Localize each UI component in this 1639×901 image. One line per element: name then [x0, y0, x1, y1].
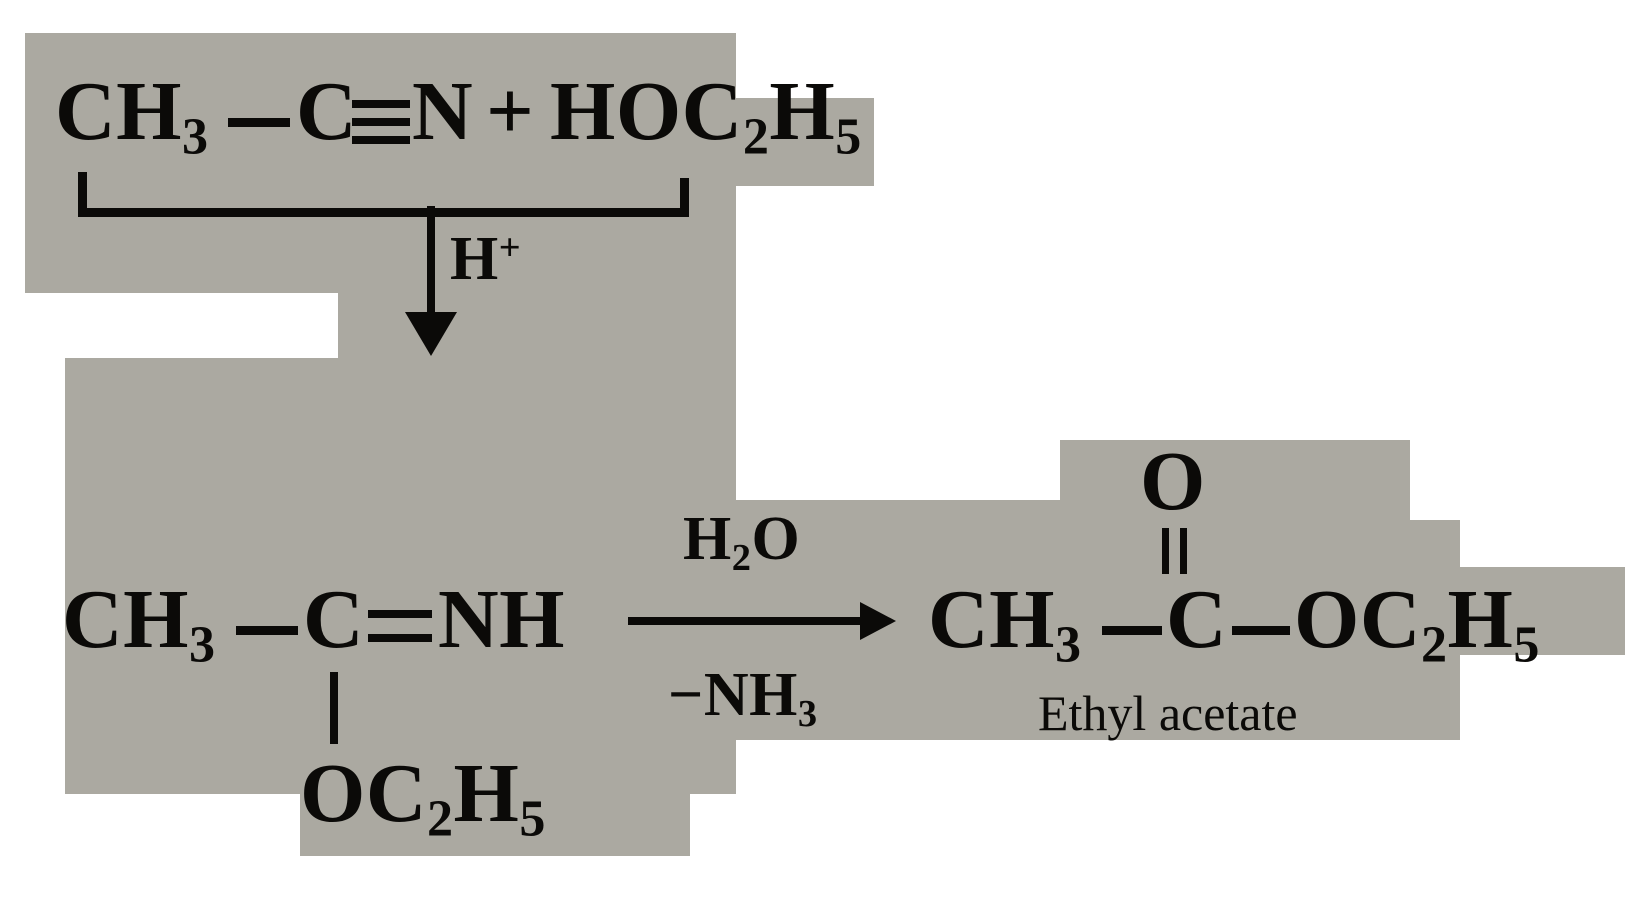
plate-arrow-column [338, 290, 736, 362]
intermediate-methyl: CH3 [62, 573, 216, 674]
bracket-right-tick [680, 178, 689, 216]
reactants-bracket [78, 172, 694, 220]
double-bond-line-1 [368, 610, 432, 618]
bond-product-methyl-carbonyl [1102, 626, 1162, 635]
arrow-shaft [628, 617, 868, 625]
product-name-label: Ethyl acetate [1038, 685, 1298, 741]
reagent-water-label: H2O [683, 505, 801, 579]
carbonyl-double-bond-line-2 [1180, 528, 1187, 574]
triple-bond-line-1 [352, 100, 410, 108]
bond-methyl-carbon [228, 118, 290, 127]
arrow-shaft [427, 206, 435, 318]
arrow-head [860, 602, 896, 640]
plate-product-tail [1410, 567, 1625, 655]
product-ethoxy-group: OC2H5 [1294, 573, 1540, 674]
reactant-nitrile-carbon: C [296, 65, 358, 158]
bracket-bottom-bar [78, 208, 689, 217]
carbonyl-double-bond-line-1 [1162, 528, 1169, 574]
intermediate-imine-group: NH [438, 573, 565, 666]
plate-reactants [25, 33, 736, 293]
product-carbonyl-oxygen: O [1140, 435, 1206, 528]
intermediate-central-carbon: C [303, 573, 365, 666]
double-bond-line-2 [368, 634, 432, 642]
bond-carbon-to-ethoxy [330, 672, 338, 744]
arrow-head [405, 312, 457, 356]
product-methyl: CH3 [928, 573, 1082, 674]
product-carbonyl-carbon: C [1166, 573, 1228, 666]
plate-reactant-tail [730, 98, 874, 186]
plate-intermediate [65, 358, 736, 794]
intermediate-ethoxy-group: OC2H5 [300, 747, 546, 848]
plate-branch [300, 790, 690, 856]
reactant-nitrile-nitrogen: N [412, 65, 474, 158]
bracket-left-tick [78, 172, 87, 214]
plate-carbonyl-o [1060, 440, 1410, 530]
byproduct-ammonia-label: −NH3 [668, 661, 818, 735]
reactant-ethanol: HOC2H5 [550, 65, 862, 166]
reactant-acetonitrile-methyl: CH3 [55, 65, 209, 166]
condition-label-acid: H+ [450, 225, 522, 293]
plus-sign-reactants: + [486, 65, 535, 158]
condition-arrow-down [405, 206, 461, 356]
triple-bond-line-3 [352, 136, 410, 144]
bond-carbonyl-ethoxy [1232, 626, 1290, 635]
triple-bond-line-2 [352, 118, 410, 126]
reaction-arrow-right [628, 602, 898, 640]
bond-intermediate-methyl-carbon [236, 626, 298, 635]
